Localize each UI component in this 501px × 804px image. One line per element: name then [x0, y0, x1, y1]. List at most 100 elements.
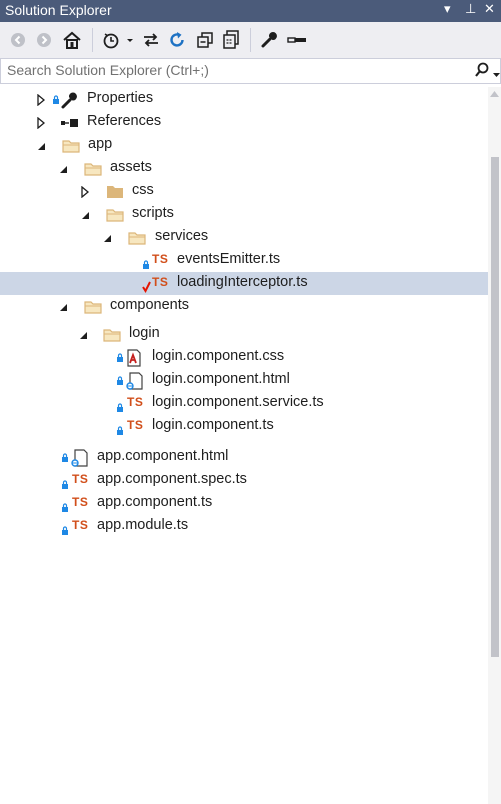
lock-icon: [117, 426, 123, 435]
tree-item-app-component-ts[interactable]: TS app.component.ts: [0, 492, 488, 515]
references-icon: [61, 119, 78, 127]
tree-item-login-folder[interactable]: login: [0, 323, 488, 346]
tree-item-login-component-css[interactable]: login.component.css: [0, 346, 488, 369]
folder-open-icon: [84, 163, 102, 176]
properties-button[interactable]: [258, 29, 280, 51]
typescript-file-icon: TS: [72, 518, 89, 532]
folder-open-icon: [62, 140, 80, 153]
collapse-arrow-icon[interactable]: [36, 140, 46, 152]
home-button[interactable]: [60, 29, 84, 51]
tree-item-label: app: [88, 136, 113, 152]
pin-horizontal-icon: [287, 37, 306, 43]
collapse-all-icon: [197, 32, 213, 48]
typescript-file-icon: TS: [72, 495, 89, 509]
tree-item-label: login.component.html: [152, 371, 290, 387]
tree-item-scripts-folder[interactable]: scripts: [0, 203, 488, 226]
tree-item-loading-interceptor[interactable]: TS loadingInterceptor.ts: [0, 272, 488, 295]
folder-open-icon: [103, 329, 121, 342]
lock-icon: [62, 526, 68, 535]
folder-open-icon: [84, 301, 102, 314]
folder-open-icon: [128, 232, 146, 245]
lock-icon: [62, 480, 68, 489]
tree-item-assets-folder[interactable]: assets: [0, 157, 488, 180]
clock-dropdown-icon: [103, 33, 133, 49]
solution-tree: Properties References app assets css scr…: [0, 87, 488, 804]
tree-item-login-component-html[interactable]: login.component.html: [0, 369, 488, 392]
back-button[interactable]: [8, 29, 28, 51]
pending-changes-filter-button[interactable]: [100, 29, 136, 51]
tree-item-label: eventsEmitter.ts: [177, 251, 281, 267]
wrench-icon: [261, 32, 277, 48]
tree-item-label: scripts: [132, 205, 174, 221]
tree-item-label: app.component.spec.ts: [97, 471, 247, 487]
collapse-all-button[interactable]: [194, 29, 216, 51]
forward-button[interactable]: [34, 29, 54, 51]
collapse-arrow-icon[interactable]: [80, 209, 90, 221]
tree-item-events-emitter[interactable]: TS eventsEmitter.ts: [0, 249, 488, 272]
lock-html-file-icon: [62, 449, 88, 467]
typescript-file-icon: TS: [152, 252, 169, 266]
lock-html-file-icon: [117, 372, 143, 390]
tree-item-app-folder[interactable]: app: [0, 134, 488, 157]
tree-item-components-folder[interactable]: components: [0, 295, 488, 318]
search-options-chevron-icon[interactable]: [493, 66, 500, 82]
toolbar: [0, 22, 501, 59]
expand-arrow-icon[interactable]: [36, 117, 46, 129]
tree-item-login-component-ts[interactable]: TS login.component.ts: [0, 415, 488, 438]
tree-item-label: services: [155, 228, 209, 244]
typescript-file-icon: TS: [127, 395, 144, 409]
expand-arrow-icon[interactable]: [80, 186, 90, 198]
vertical-scrollbar[interactable]: [488, 87, 501, 804]
lock-wrench-icon: [53, 92, 77, 109]
tree-item-services-folder[interactable]: services: [0, 226, 488, 249]
tree-item-css-folder[interactable]: css: [0, 180, 488, 203]
show-all-files-button[interactable]: [220, 29, 242, 51]
typescript-file-icon: TS: [152, 275, 169, 289]
refresh-button[interactable]: [166, 29, 188, 51]
search-input[interactable]: [1, 59, 467, 81]
tree-item-app-component-spec[interactable]: TS app.component.spec.ts: [0, 469, 488, 492]
folder-open-icon: [106, 209, 124, 222]
scroll-up-arrow-icon[interactable]: [490, 91, 499, 97]
collapse-arrow-icon[interactable]: [58, 163, 68, 175]
lock-css-file-icon: [117, 349, 141, 367]
collapse-arrow-icon[interactable]: [58, 301, 68, 313]
close-button[interactable]: ✕: [484, 1, 495, 16]
tree-item-label: components: [110, 297, 189, 313]
back-icon: [11, 33, 25, 47]
refresh-icon: [170, 32, 184, 47]
tree-item-app-module[interactable]: TS app.module.ts: [0, 515, 488, 538]
typescript-file-icon: TS: [72, 472, 89, 486]
tree-item-label: References: [87, 113, 162, 129]
window-title: Solution Explorer: [5, 2, 112, 18]
search-icon[interactable]: [475, 62, 489, 82]
lock-icon: [143, 260, 149, 269]
tree-item-references[interactable]: References: [0, 111, 488, 134]
tree-item-login-component-service[interactable]: TS login.component.service.ts: [0, 392, 488, 415]
window-dropdown-button[interactable]: ▾: [444, 1, 451, 16]
sync-with-document-button[interactable]: [140, 29, 162, 51]
tree-item-label: Properties: [87, 90, 154, 106]
preview-selected-items-button[interactable]: [286, 29, 308, 51]
title-bar: Solution Explorer ▾ ⊥ ✕: [0, 0, 501, 22]
search-box: [0, 58, 501, 84]
typescript-file-icon: TS: [127, 418, 144, 432]
tree-item-properties[interactable]: Properties: [0, 88, 488, 111]
folder-icon: [107, 186, 123, 198]
show-all-files-icon: [223, 30, 239, 49]
lock-icon: [117, 403, 123, 412]
expand-arrow-icon[interactable]: [36, 94, 46, 106]
scrollbar-thumb[interactable]: [491, 157, 499, 657]
tree-item-label: login.component.ts: [152, 417, 274, 433]
collapse-arrow-icon[interactable]: [102, 232, 112, 244]
tree-item-label: app.component.ts: [97, 494, 213, 510]
tree-item-label: css: [132, 182, 154, 198]
pin-button[interactable]: ⊥: [465, 1, 477, 16]
tree-item-label: assets: [110, 159, 152, 175]
collapse-arrow-icon[interactable]: [78, 329, 88, 341]
checkout-check-icon: [142, 281, 151, 294]
tree-item-app-component-html[interactable]: app.component.html: [0, 446, 488, 469]
lock-icon: [62, 503, 68, 512]
home-icon: [63, 31, 81, 49]
tree-item-label: app.module.ts: [97, 517, 189, 533]
